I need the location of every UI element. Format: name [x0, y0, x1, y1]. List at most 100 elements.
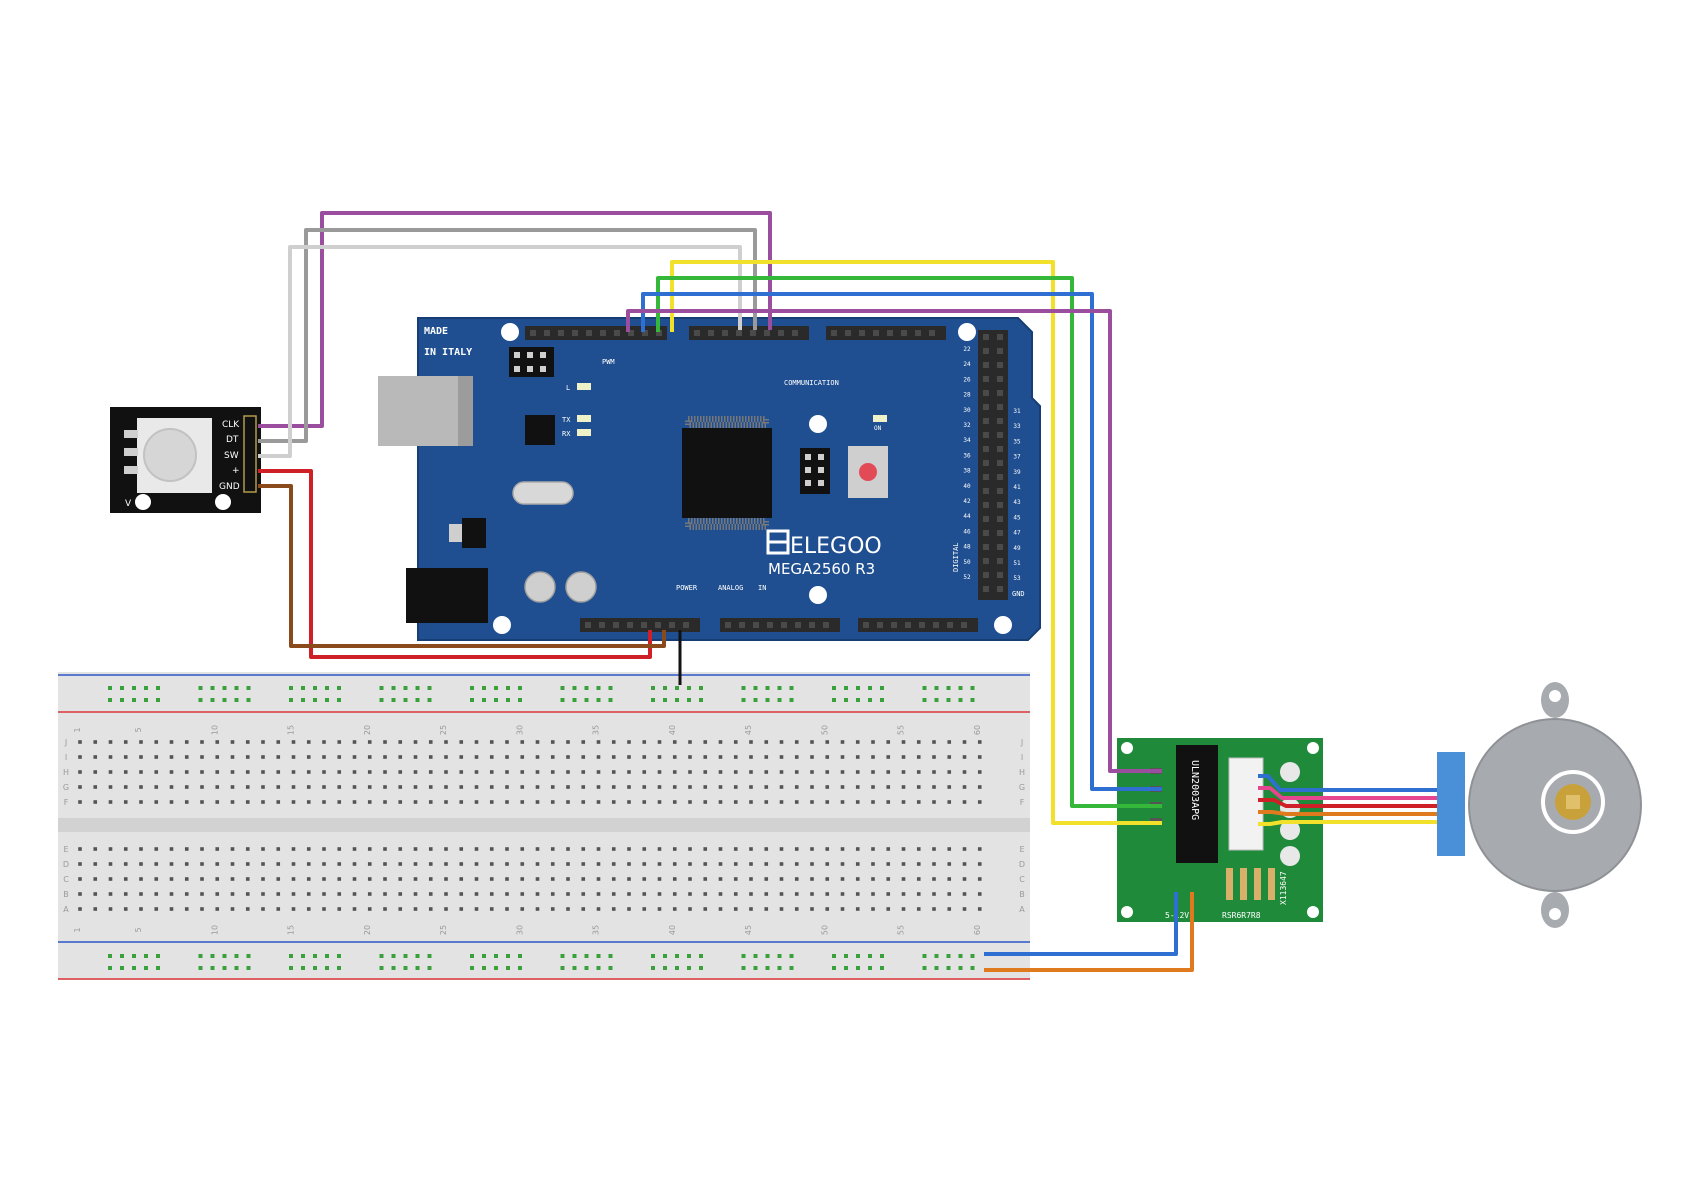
rail-hole [970, 966, 975, 970]
rail-hole [391, 698, 396, 702]
breadboard-hole [322, 862, 326, 866]
breadboard-hole [398, 800, 403, 804]
breadboard-hole [93, 877, 98, 881]
header-hole [997, 432, 1003, 438]
breadboard-hole [322, 800, 326, 804]
breadboard-hole [261, 892, 265, 896]
rail-hole [470, 954, 474, 958]
chip-pins-top [685, 416, 769, 428]
breadboard-hole [230, 847, 235, 851]
rail-hole [470, 698, 474, 702]
breadboard-hole [520, 877, 525, 881]
breadboard-hole [977, 877, 982, 881]
rail-hole [777, 954, 782, 958]
breadboard-column-label: 50 [820, 925, 829, 935]
breadboard-hole [291, 800, 296, 804]
breadboard-hole [749, 847, 753, 851]
breadboard-hole [962, 907, 967, 911]
breadboard-hole [535, 892, 540, 896]
breadboard-hole [550, 755, 555, 759]
rail-hole [482, 966, 486, 970]
breadboard-hole [886, 862, 891, 866]
breadboard-hole [520, 892, 525, 896]
rail-hole [946, 954, 951, 958]
breadboard-hole [352, 785, 357, 789]
rail-hole [144, 966, 148, 970]
rail-hole [675, 686, 679, 690]
encoder-mark-label: V [125, 499, 132, 509]
rail-hole [120, 698, 124, 702]
breadboard-hole [428, 755, 433, 759]
breadboard-hole [550, 892, 555, 896]
breadboard-hole [154, 877, 159, 881]
breadboard-column-label: 40 [668, 725, 677, 735]
breadboard-hole [474, 892, 479, 896]
bottom-header-analog-1 [720, 618, 840, 632]
breadboard-hole [367, 847, 372, 851]
header-hole [585, 622, 591, 628]
motor-wire-connector [1437, 752, 1465, 856]
breadboard-hole [688, 785, 692, 789]
digital-pin-label: 48 [963, 544, 971, 551]
breadboard-hole [139, 785, 143, 789]
rail-hole [198, 966, 203, 970]
breadboard-hole [901, 877, 906, 881]
rail-hole [301, 698, 305, 702]
breadboard-hole [459, 800, 464, 804]
rail-hole [958, 966, 963, 970]
breadboard-hole [855, 800, 860, 804]
breadboard-hole [444, 907, 448, 911]
breadboard-hole [688, 877, 692, 881]
breadboard-hole [642, 770, 647, 774]
rail-hole [856, 698, 860, 702]
breadboard-hole [886, 877, 891, 881]
wire-motor-blue [1258, 774, 1437, 792]
breadboard-hole [337, 740, 342, 744]
breadboard-row-label: C [63, 875, 69, 884]
rail-hole [958, 686, 963, 690]
rail-hole [144, 698, 148, 702]
header-hole [983, 376, 989, 382]
header-hole [997, 376, 1003, 382]
rail-hole [934, 966, 939, 970]
breadboard-hole [596, 892, 601, 896]
breadboard-hole [611, 800, 616, 804]
breadboard-hole [596, 800, 601, 804]
rail-hole [156, 686, 160, 690]
breadboard-hole [977, 800, 982, 804]
breadboard-hole [520, 785, 525, 789]
encoder-leg [124, 448, 138, 456]
rail-hole [518, 686, 522, 690]
breadboard-hole [489, 785, 494, 789]
breadboard-hole [520, 800, 525, 804]
rail-hole [856, 686, 860, 690]
breadboard-hole [93, 740, 98, 744]
breadboard-hole [245, 800, 250, 804]
breadboard-column-label: 60 [973, 725, 982, 735]
breadboard-hole [657, 755, 662, 759]
breadboard-hole [367, 892, 372, 896]
rail-hole [391, 954, 396, 958]
breadboard-hole [474, 877, 479, 881]
breadboard-hole [505, 740, 509, 744]
breadboard-hole [627, 755, 631, 759]
breadboard-hole [672, 847, 677, 851]
breadboard-hole [123, 740, 128, 744]
breadboard-hole [947, 770, 952, 774]
breadboard-hole [733, 862, 738, 866]
breadboard-hole [215, 800, 220, 804]
header-hole [997, 488, 1003, 494]
breadboard-hole [520, 907, 525, 911]
led-on [873, 415, 887, 422]
breadboard-hole [291, 847, 296, 851]
breadboard-hole [505, 785, 509, 789]
breadboard-hole [123, 755, 128, 759]
breadboard-hole [459, 785, 464, 789]
breadboard-hole [78, 847, 82, 851]
breadboard-hole [962, 847, 967, 851]
breadboard-hole [840, 862, 845, 866]
header-hole [983, 516, 989, 522]
breadboard-hole [855, 892, 860, 896]
rail-hole [753, 966, 758, 970]
breadboard-hole [383, 785, 387, 789]
